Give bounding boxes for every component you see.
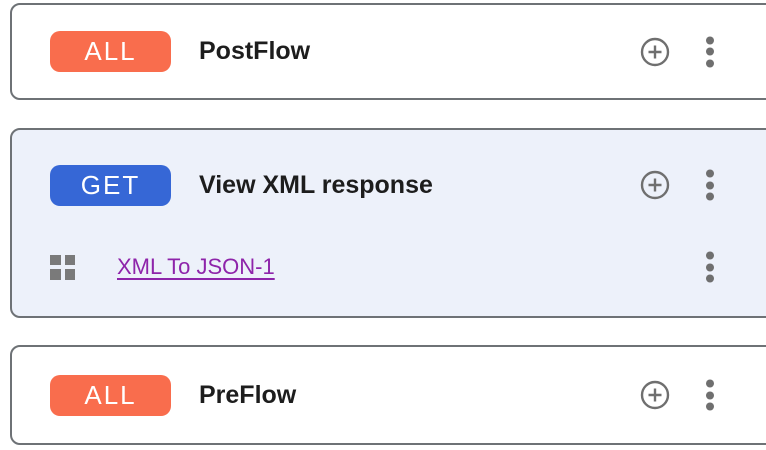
more-options-button[interactable] [705, 169, 715, 201]
add-step-button[interactable] [640, 170, 670, 200]
flow-title: PreFlow [199, 380, 297, 409]
policy-more-options-button[interactable] [705, 251, 715, 283]
add-step-button[interactable] [640, 37, 670, 67]
flow-row: ALL PostFlow [12, 5, 766, 98]
policy-grid-icon [50, 254, 75, 280]
policy-link-xml-to-json[interactable]: XML To JSON-1 [117, 254, 275, 279]
flow-card-view-xml-response: GET View XML response XML To JSON-1 [10, 128, 766, 318]
flow-list: ALL PostFlow GET View XML response [0, 3, 766, 450]
flow-title: View XML response [199, 170, 433, 199]
plus-circle-icon [640, 170, 670, 200]
policy-row: XML To JSON-1 [12, 244, 766, 290]
more-options-button[interactable] [705, 36, 715, 67]
more-options-button[interactable] [705, 379, 715, 411]
plus-circle-icon [640, 37, 670, 66]
kebab-menu-icon [705, 169, 715, 201]
plus-circle-icon [640, 380, 670, 410]
flow-row: GET View XML response [12, 162, 766, 208]
add-step-button[interactable] [640, 380, 670, 410]
method-badge: GET [50, 164, 171, 206]
kebab-menu-icon [705, 251, 715, 283]
flow-row: ALL PreFlow [12, 347, 766, 443]
flow-card-postflow: ALL PostFlow [10, 3, 766, 100]
flow-card-preflow: ALL PreFlow [10, 345, 766, 445]
kebab-menu-icon [705, 36, 715, 67]
kebab-menu-icon [705, 379, 715, 411]
flow-title: PostFlow [199, 37, 311, 65]
method-badge: ALL [50, 374, 171, 416]
method-badge: ALL [50, 31, 171, 72]
